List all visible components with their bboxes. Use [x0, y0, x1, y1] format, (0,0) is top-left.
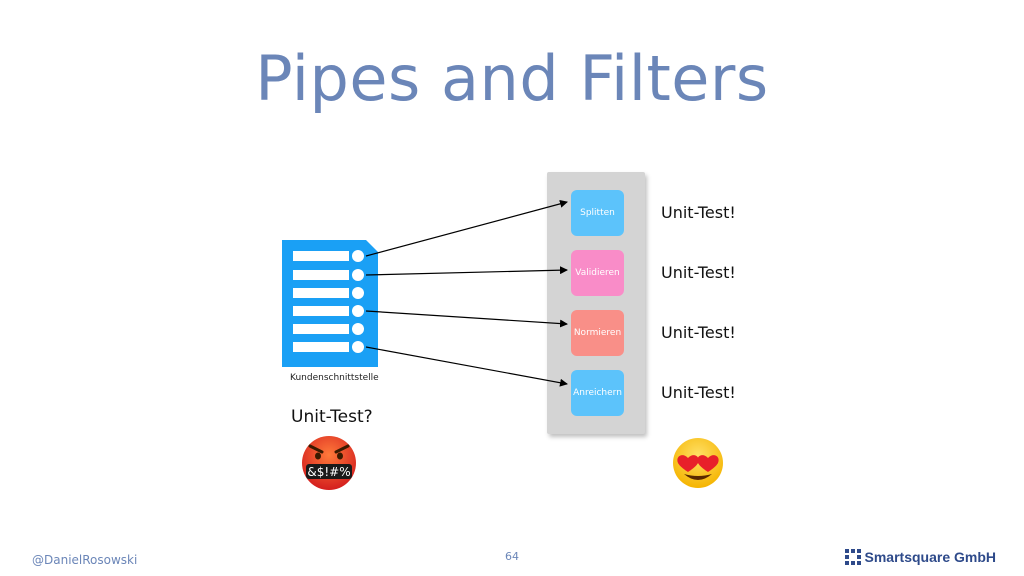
unit-test-question: Unit-Test? — [291, 407, 373, 427]
brand-logo: Smartsquare GmbH — [844, 549, 996, 565]
arrow-to-anreichern — [365, 346, 568, 387]
brand-squares-icon — [844, 549, 861, 565]
arrow-to-normieren — [365, 310, 568, 328]
filter-label: Validieren — [575, 268, 620, 278]
unit-test-label-4: Unit-Test! — [661, 383, 736, 402]
filter-label: Splitten — [580, 208, 615, 218]
angry-face-symbols: &$!#% — [307, 465, 350, 479]
author-handle: @DanielRosowski — [32, 553, 138, 567]
unit-test-label-2: Unit-Test! — [661, 263, 736, 282]
filter-validieren[interactable]: Validieren — [571, 250, 624, 296]
filter-normieren[interactable]: Normieren — [571, 310, 624, 356]
slide-title: Pipes and Filters — [255, 42, 769, 115]
document-caption: Kundenschnittstelle — [290, 373, 379, 383]
arrow-to-validieren — [365, 266, 568, 276]
filter-label: Normieren — [573, 328, 622, 338]
page-number: 64 — [505, 550, 519, 563]
arrow-to-splitten — [365, 199, 568, 257]
filter-anreichern[interactable]: Anreichern — [571, 370, 624, 416]
filter-label: Anreichern — [573, 388, 622, 398]
filter-splitten[interactable]: Splitten — [571, 190, 624, 236]
unit-test-label-1: Unit-Test! — [661, 203, 736, 222]
unit-test-label-3: Unit-Test! — [661, 323, 736, 342]
brand-name: Smartsquare GmbH — [864, 549, 996, 565]
